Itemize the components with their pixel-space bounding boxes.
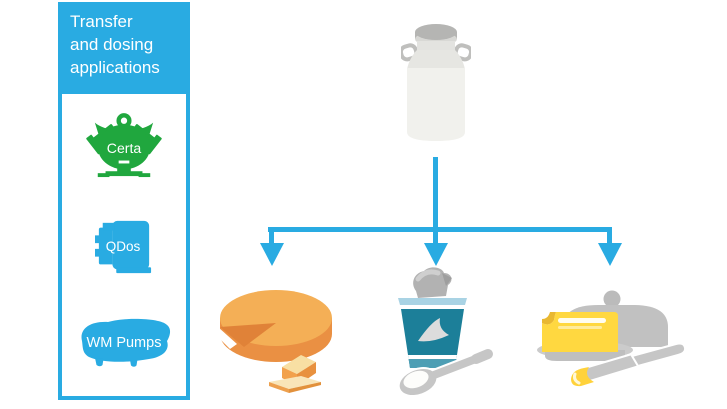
- butter-knife-icon: [571, 342, 687, 387]
- butter-icon: [537, 290, 687, 387]
- sidebar: Transfer and dosing applications: [58, 2, 190, 400]
- yogurt-foil-lid: [413, 267, 452, 298]
- sidebar-title: Transfer and dosing applications: [58, 2, 190, 94]
- yogurt-icon: [397, 267, 494, 397]
- sidebar-title-line-2: and dosing: [70, 35, 154, 54]
- arrow-line-vertical-right: [607, 229, 612, 244]
- arrowhead-center-icon: [424, 243, 448, 266]
- arrow-line-vertical-main: [433, 157, 438, 244]
- arrow-line-vertical-left: [269, 229, 274, 244]
- qdos-pump-icon: QDos: [95, 220, 152, 274]
- wm-pump-icon: WM Pumps: [81, 318, 171, 367]
- arrowhead-left-icon: [260, 243, 284, 266]
- sidebar-pump-list: Certa QDos WM Pumps: [62, 94, 186, 368]
- sidebar-title-line-3: applications: [70, 58, 160, 77]
- milk-churn-icon: [401, 24, 471, 141]
- sidebar-title-line-1: Transfer: [70, 12, 133, 31]
- spoon-icon: [397, 348, 494, 397]
- certa-label: Certa: [107, 140, 142, 156]
- wm-pumps-label: WM Pumps: [87, 335, 162, 351]
- butter-block: [542, 312, 618, 352]
- arrowhead-right-icon: [598, 243, 622, 266]
- cheese-icon: [218, 290, 332, 393]
- certa-pump-icon: Certa: [86, 113, 162, 178]
- arrow-line-horizontal: [268, 227, 612, 232]
- qdos-label: QDos: [106, 239, 141, 254]
